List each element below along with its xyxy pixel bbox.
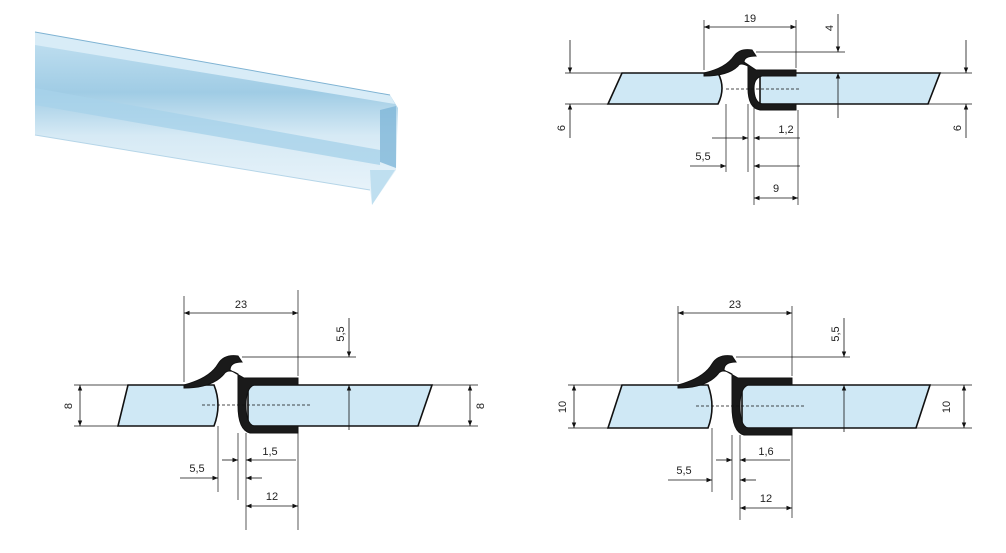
seal-profile <box>677 355 793 436</box>
dimension-width: 19 <box>744 13 756 25</box>
dimension-offset: 5,5 <box>695 151 710 163</box>
diagram-bottom-right: 23 5,5 10 10 1,6 5,5 12 <box>557 299 972 520</box>
dimension-glass-right: 6 <box>952 125 964 131</box>
seal-profile-photo <box>34 31 398 205</box>
dimension-height: 5,5 <box>335 326 347 341</box>
dimension-height: 4 <box>824 25 836 31</box>
seal-profile <box>183 355 299 434</box>
dimension-lip: 1,5 <box>262 446 277 458</box>
dimension-height: 5,5 <box>830 326 842 341</box>
dimension-width: 23 <box>729 299 741 311</box>
dimension-glass-right: 10 <box>941 401 953 413</box>
diagram-top: 19 4 6 6 1,2 5,5 9 <box>556 13 972 205</box>
dimension-width: 23 <box>235 299 247 311</box>
glass-panel-left <box>606 384 713 429</box>
diagram-bottom-left: 23 5,5 8 8 1,5 5,5 12 <box>63 290 487 530</box>
dimension-offset: 5,5 <box>676 465 691 477</box>
seal-profile <box>703 49 797 111</box>
glass-panel-right <box>247 384 434 427</box>
glass-panel-left <box>606 72 723 105</box>
dimension-base: 9 <box>773 183 779 195</box>
glass-panel-left <box>116 384 219 427</box>
dimension-lip: 1,6 <box>758 446 773 458</box>
glass-panel-right <box>759 72 942 105</box>
dimension-glass-left: 8 <box>63 403 75 409</box>
dimension-glass-right: 8 <box>475 403 487 409</box>
dimension-lip: 1,2 <box>778 124 793 136</box>
dimension-glass-left: 6 <box>556 125 568 131</box>
dimension-base: 12 <box>266 491 278 503</box>
dimension-glass-left: 10 <box>557 401 569 413</box>
dimension-offset: 5,5 <box>189 463 204 475</box>
dimension-base: 12 <box>760 493 772 505</box>
glass-panel-right <box>741 384 932 429</box>
